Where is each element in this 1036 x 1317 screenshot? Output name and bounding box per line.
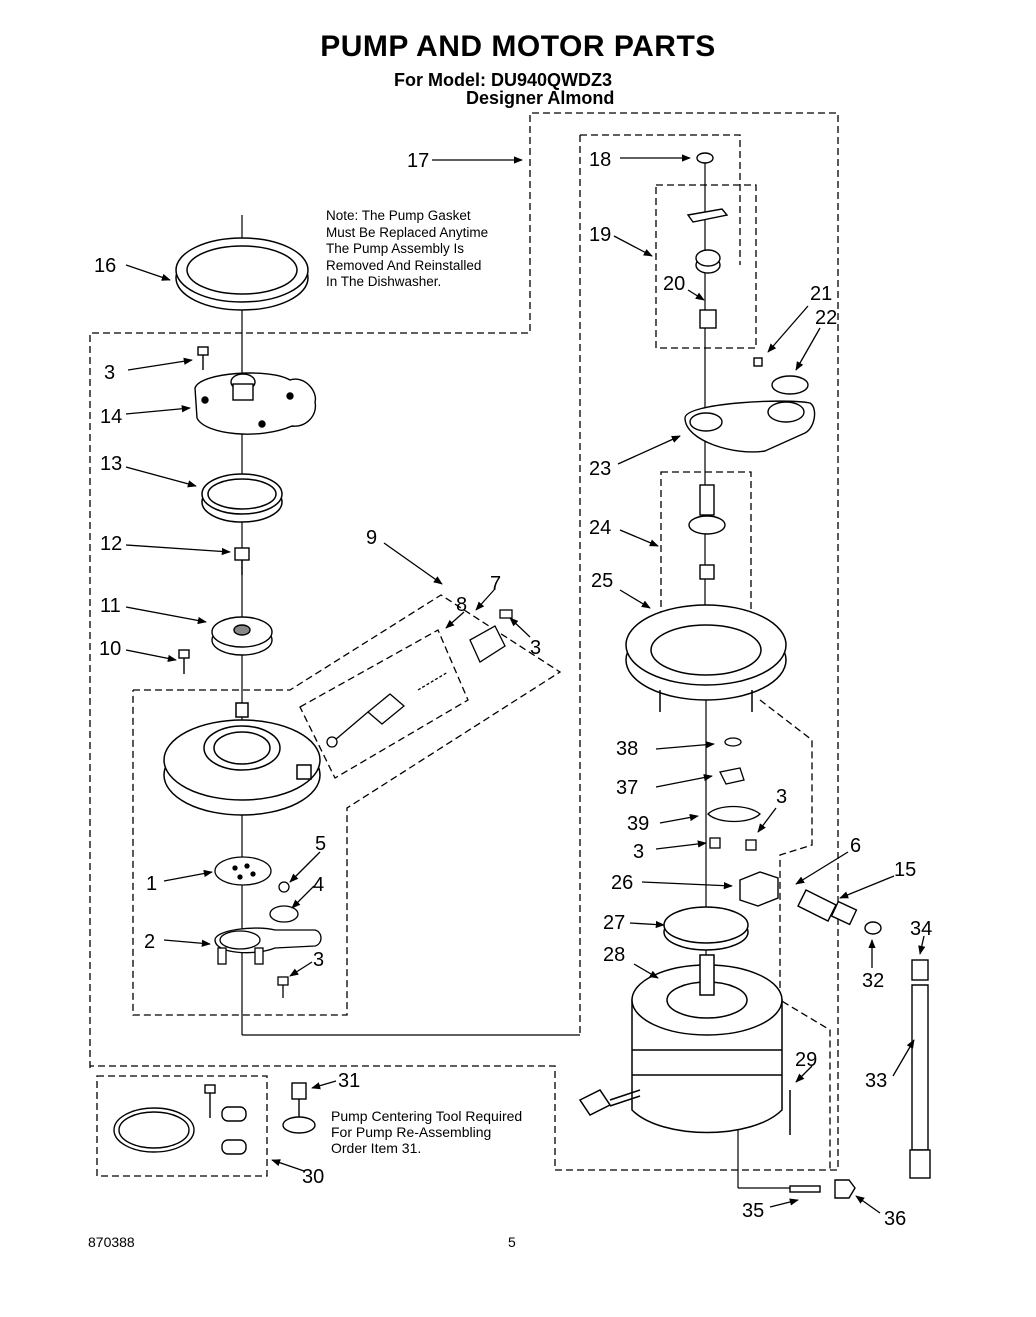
- pump-gasket-16: [175, 237, 309, 311]
- model-line: For Model: DU940QWDZ3: [394, 70, 613, 90]
- callout-16: 16: [94, 255, 116, 277]
- housing-2: [214, 927, 322, 965]
- valve-assembly-9: [326, 609, 513, 748]
- callout-leaders: [125, 154, 926, 1214]
- callout-1: 1: [146, 873, 157, 895]
- callout-13: 13: [100, 453, 122, 475]
- motor-mount-25: [625, 604, 787, 712]
- pump-gasket-note: Note: The Pump Gasket Must Be Replaced A…: [326, 208, 488, 291]
- callout-3: 3: [104, 362, 115, 384]
- screw-10: [178, 649, 190, 674]
- fan-27: [663, 906, 749, 951]
- valve-15-32: [797, 889, 882, 935]
- callout-34: 34: [910, 918, 932, 940]
- callout-17: 17: [407, 150, 429, 172]
- callout-7: 7: [490, 573, 501, 595]
- impeller-11: [211, 616, 273, 656]
- note-line: Must Be Replaced Anytime: [326, 224, 489, 240]
- callout-3: 3: [530, 637, 541, 659]
- note-line: Pump Centering Tool Required: [331, 1108, 523, 1124]
- callout-21: 21: [810, 283, 832, 305]
- callout-26: 26: [611, 872, 633, 894]
- screw-3-top: [197, 346, 209, 370]
- callout-10: 10: [99, 638, 121, 660]
- callout-15: 15: [894, 859, 916, 881]
- pump-base-assembly: [163, 702, 321, 816]
- callout-8: 8: [456, 594, 467, 616]
- callout-2: 2: [144, 931, 155, 953]
- small-parts-37-39: [707, 737, 761, 851]
- callout-33: 33: [865, 1070, 887, 1092]
- callout-31: 31: [338, 1070, 360, 1092]
- callout-22: 22: [815, 307, 837, 329]
- motor-28: [578, 954, 791, 1135]
- strainer-1: [214, 856, 272, 886]
- document-number: 870388: [88, 1234, 135, 1250]
- callout-30: 30: [302, 1166, 324, 1188]
- callout-11: 11: [100, 595, 121, 617]
- callout-5: 5: [315, 833, 326, 855]
- callout-18: 18: [589, 149, 611, 171]
- callout-12: 12: [100, 533, 122, 555]
- pump-tool-note: Pump Centering Tool Required For Pump Re…: [331, 1108, 522, 1156]
- callout-6: 6: [850, 835, 861, 857]
- upper-motor-parts: [684, 152, 816, 453]
- callout-28: 28: [603, 944, 625, 966]
- note-line: Removed And Reinstalled: [326, 257, 482, 273]
- color-line: Designer Almond: [466, 88, 615, 108]
- callout-39: 39: [627, 813, 649, 835]
- note-line: In The Dishwasher.: [326, 274, 442, 289]
- callout-27: 27: [603, 912, 625, 934]
- callout-38: 38: [616, 738, 638, 760]
- callout-3: 3: [313, 949, 324, 971]
- callout-4: 4: [313, 874, 324, 896]
- callout-3: 3: [776, 786, 787, 808]
- callout-9: 9: [366, 527, 377, 549]
- callout-14: 14: [100, 406, 122, 428]
- note-line: Order Item 31.: [331, 1140, 422, 1156]
- small-parts-3-4-5: [269, 881, 299, 998]
- seal-ring-13: [201, 473, 283, 523]
- callout-37: 37: [616, 777, 638, 799]
- pump-housing-14: [194, 372, 317, 435]
- callout-3: 3: [633, 841, 644, 863]
- page-title: PUMP AND MOTOR PARTS: [320, 30, 716, 63]
- page-number: 5: [508, 1234, 516, 1250]
- assembly-boundaries: [89, 112, 839, 1177]
- callout-36: 36: [884, 1208, 906, 1230]
- callout-labels: 1 2 3 3 3 3 3 4 5 6 7 8 9 10 11 12 13 14…: [94, 149, 932, 1230]
- note-line: For Pump Re-Assembling: [331, 1124, 492, 1140]
- callout-19: 19: [589, 224, 611, 246]
- callout-24: 24: [589, 517, 611, 539]
- switch-26: [739, 871, 779, 907]
- callout-20: 20: [663, 273, 685, 295]
- fittings-35-36: [789, 1179, 856, 1199]
- hose-33-34: [909, 959, 931, 1179]
- kit-30-31: [113, 1082, 316, 1155]
- callout-29: 29: [795, 1049, 817, 1071]
- screw-12: [234, 547, 250, 575]
- callout-25: 25: [591, 570, 613, 592]
- callout-32: 32: [862, 970, 884, 992]
- shaft-24: [688, 484, 726, 580]
- note-line: Note: The Pump Gasket: [326, 208, 471, 223]
- callout-23: 23: [589, 458, 611, 480]
- callout-35: 35: [742, 1200, 764, 1222]
- note-line: The Pump Assembly Is: [326, 241, 465, 256]
